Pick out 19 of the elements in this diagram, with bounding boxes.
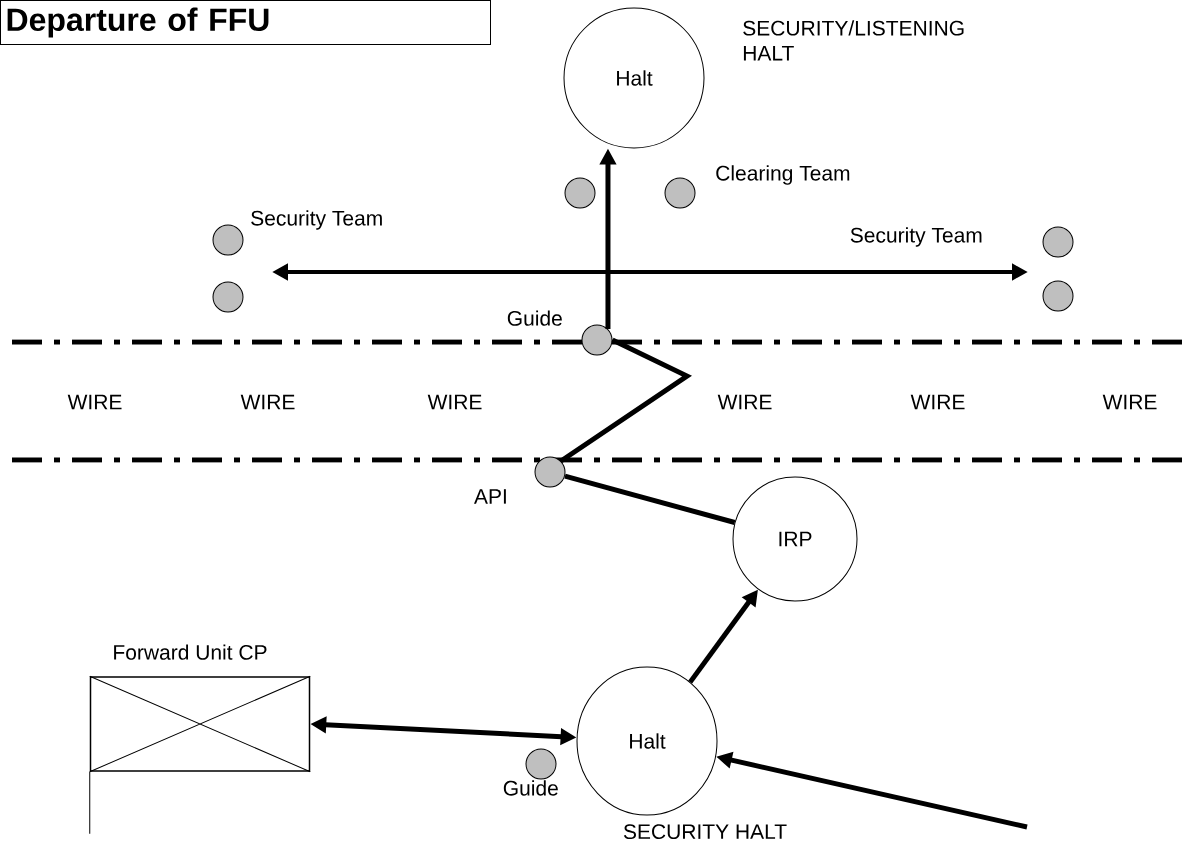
node-caption: Security Team xyxy=(850,227,982,247)
wire-label: WIRE xyxy=(427,394,482,410)
node-caption: SECURITY HALT xyxy=(623,824,787,840)
wire-label: WIRE xyxy=(1102,394,1157,410)
node-caption: Security Team xyxy=(251,210,382,230)
wire-label: WIRE xyxy=(910,394,965,410)
wire-label: WIRE xyxy=(67,394,122,410)
title-box: Departure of FFU xyxy=(0,0,491,45)
node-caption: Clearing Team xyxy=(716,165,850,185)
team-dot xyxy=(1042,280,1074,312)
node-caption: SECURITY/LISTENING HALT xyxy=(743,20,964,61)
unit-label: Forward Unit CP xyxy=(114,644,267,660)
wire-label: WIRE xyxy=(240,394,295,410)
team-dot xyxy=(212,281,244,313)
node-caption: Guide xyxy=(507,310,562,326)
team-dot xyxy=(564,177,596,209)
node-caption: Guide xyxy=(503,780,558,796)
wire-label: WIRE xyxy=(717,394,772,410)
node-caption: API xyxy=(474,489,506,504)
